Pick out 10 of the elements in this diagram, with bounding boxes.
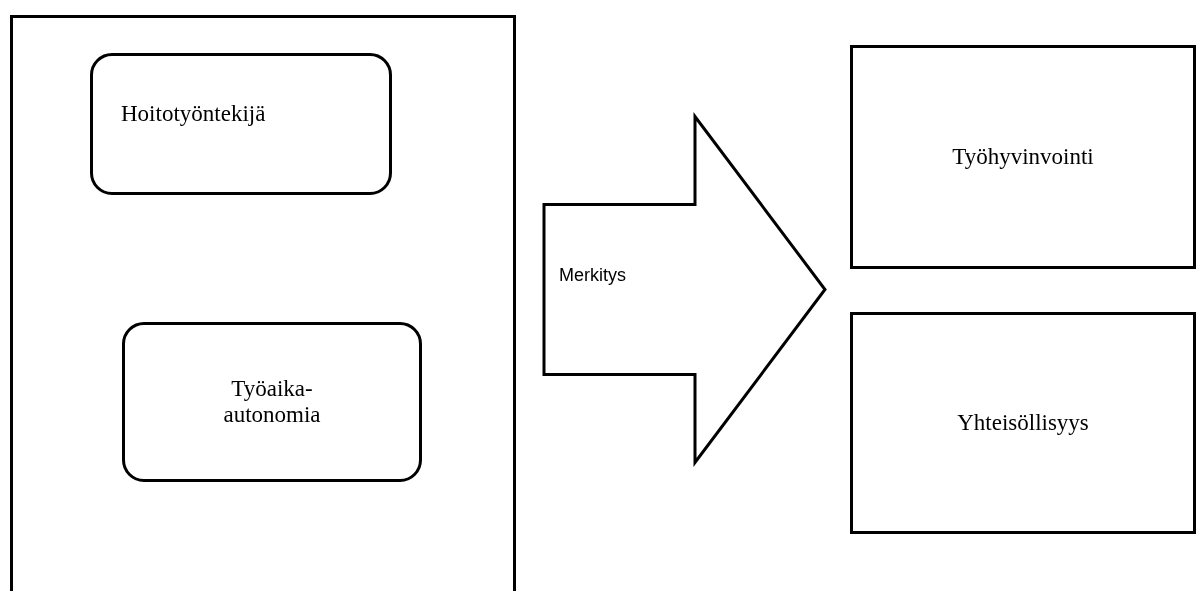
node-label: Työaika- autonomia xyxy=(222,376,322,428)
container-box xyxy=(10,15,516,591)
node-label: Yhteisöllisyys xyxy=(957,410,1089,436)
process-box xyxy=(850,45,1196,269)
node-label: Hoitotyöntekijä xyxy=(121,101,266,127)
node-label: Työhyvinvointi xyxy=(952,144,1094,170)
process-box xyxy=(850,312,1196,534)
block-arrow xyxy=(542,112,827,467)
rounded-box xyxy=(122,322,422,482)
rounded-box xyxy=(90,53,392,195)
